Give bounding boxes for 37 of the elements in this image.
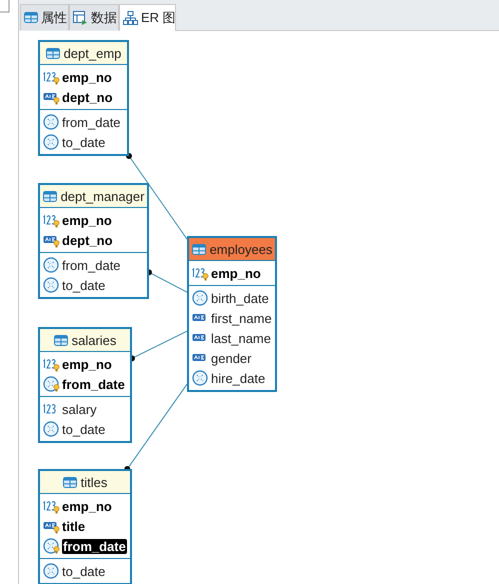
key-column-name: dept_no [62,232,113,248]
table-box [38,469,132,584]
table-box [187,236,277,392]
key-column-name: emp_no [62,498,112,514]
column-name: hire_date [211,370,266,386]
column-name: from_date [62,114,121,130]
table-box [38,40,129,156]
column-name: last_name [211,330,271,346]
key-column-name: emp_no [211,266,261,280]
column-name: salary [62,402,97,416]
tab: 数据 [69,4,119,30]
table-name: salaries [72,332,116,348]
table-name: employees [210,242,272,256]
relationship-line [124,384,188,472]
column-name: to_date [62,564,106,578]
table-box [38,183,149,299]
table-name: dept_manager [60,188,144,204]
key-column-name: emp_no [62,356,112,372]
relationship-line [126,153,188,240]
column-name: first_name [211,310,272,326]
active-tab: ER 图 [119,4,176,31]
selected-column-name: from_date [62,538,127,554]
key-column-name: emp_no [62,70,112,84]
table-name: dept_emp [64,46,122,60]
tab: 属性 [20,4,69,30]
table-box [38,327,132,443]
key-column-name: from_date [62,376,125,392]
column-name: gender [211,350,252,366]
key-column-name: dept_no [62,90,113,104]
column-name: to_date [62,134,106,150]
column-name: to_date [62,278,106,292]
column-name: birth_date [211,290,269,306]
column-name: from_date [62,258,121,272]
table-name: titles [80,474,108,490]
key-column-name: title [62,518,86,534]
key-column-name: emp_no [62,212,112,228]
column-name: to_date [62,422,106,436]
